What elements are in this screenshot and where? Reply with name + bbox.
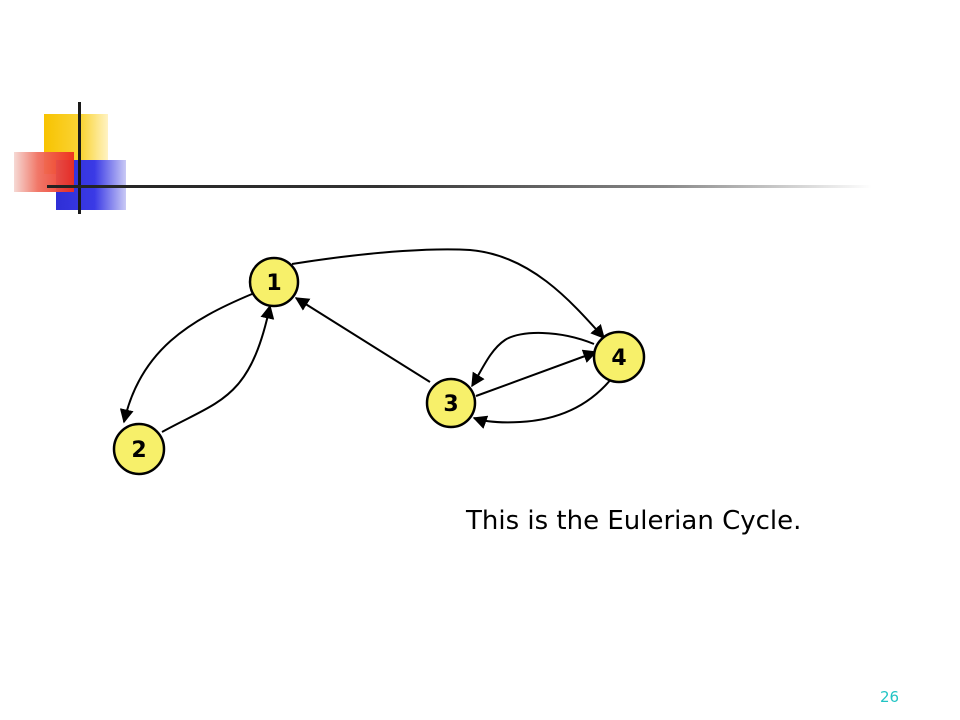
graph-node-1: 1 [248,256,300,308]
node-1-label: 1 [266,271,281,296]
edge-4-to-3-lower [472,377,613,429]
edge-4-to-3-upper [471,332,595,388]
graph-node-3: 3 [425,377,477,429]
edge-3-to-4 [475,349,598,397]
graph-node-2: 2 [112,422,166,476]
node-4-label: 4 [611,346,626,371]
edge-3-to-1 [294,297,431,383]
decor-vertical-rule [78,102,81,214]
node-3-label: 3 [443,392,458,417]
edge-1-to-4 [291,248,605,340]
title-underline-rule [47,185,872,188]
page-number: 26 [880,688,900,706]
graph-node-4: 4 [592,330,646,384]
edge-1-to-2 [119,293,253,424]
graph-edges [119,248,613,433]
edge-2-to-1 [161,304,275,433]
node-2-label: 2 [131,438,146,463]
caption-text: This is the Eulerian Cycle. [466,506,802,536]
